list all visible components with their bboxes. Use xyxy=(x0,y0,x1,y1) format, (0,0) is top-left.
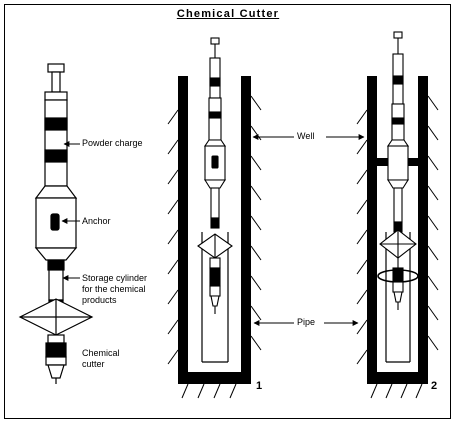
label-storage-cylinder: Storage cylinder for the chemical produc… xyxy=(82,273,148,305)
figure-number-2: 2 xyxy=(431,380,438,392)
well-figure-1 xyxy=(167,37,262,399)
label-anchor: Anchor xyxy=(82,216,111,226)
well-pipe-callouts xyxy=(252,134,365,326)
label-well: Well xyxy=(297,131,315,141)
standalone-tool xyxy=(18,63,94,384)
label-powder-charge: Powder charge xyxy=(82,138,143,148)
well-figure-2 xyxy=(356,31,439,399)
label-chemical-cutter: Chemical cutter xyxy=(82,348,120,369)
tool-callouts xyxy=(61,141,80,281)
figure-number-1: 1 xyxy=(256,380,263,392)
label-pipe: Pipe xyxy=(297,317,316,327)
diagram-title: Chemical Cutter xyxy=(176,8,280,20)
